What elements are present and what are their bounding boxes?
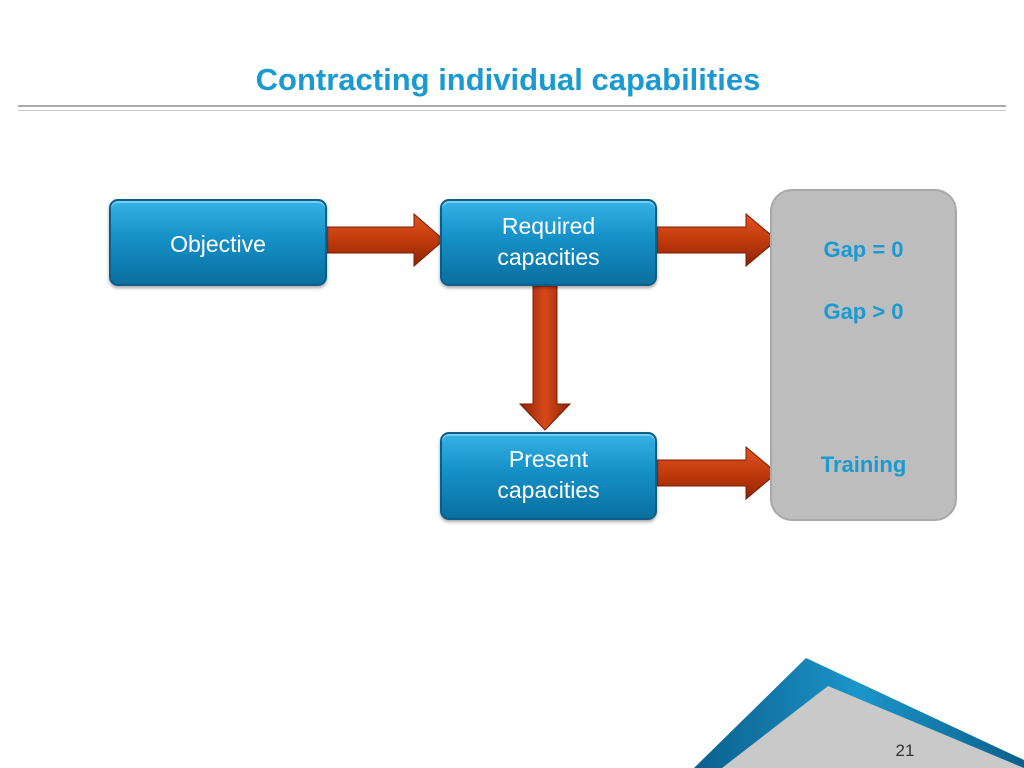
present-capacities-box: Present capacities (440, 432, 657, 520)
gap-panel (770, 189, 957, 521)
present-label-line-1: Present (508, 446, 589, 472)
present-label-line-2: capacities (497, 477, 600, 503)
gap-zero-label: Gap = 0 (823, 237, 904, 262)
page-number: 21 (895, 741, 915, 760)
arrow-required-to-gap (656, 212, 778, 268)
objective-label: Objective (170, 231, 266, 257)
required-label-line-1: Required (501, 213, 596, 239)
arrow-present-to-gap (656, 445, 778, 501)
objective-box: Objective (109, 199, 327, 286)
gap-positive-label: Gap > 0 (823, 299, 904, 324)
slide-title: Contracting individual capabilities (255, 62, 761, 97)
required-label-line-2: capacities (497, 244, 600, 270)
training-label: Training (820, 452, 907, 477)
title-divider-thin (18, 110, 1006, 111)
arrow-objective-to-required (326, 212, 445, 268)
title-divider (18, 105, 1006, 107)
required-capacities-box: Required capacities (440, 199, 657, 286)
arrow-required-to-present (518, 285, 572, 431)
